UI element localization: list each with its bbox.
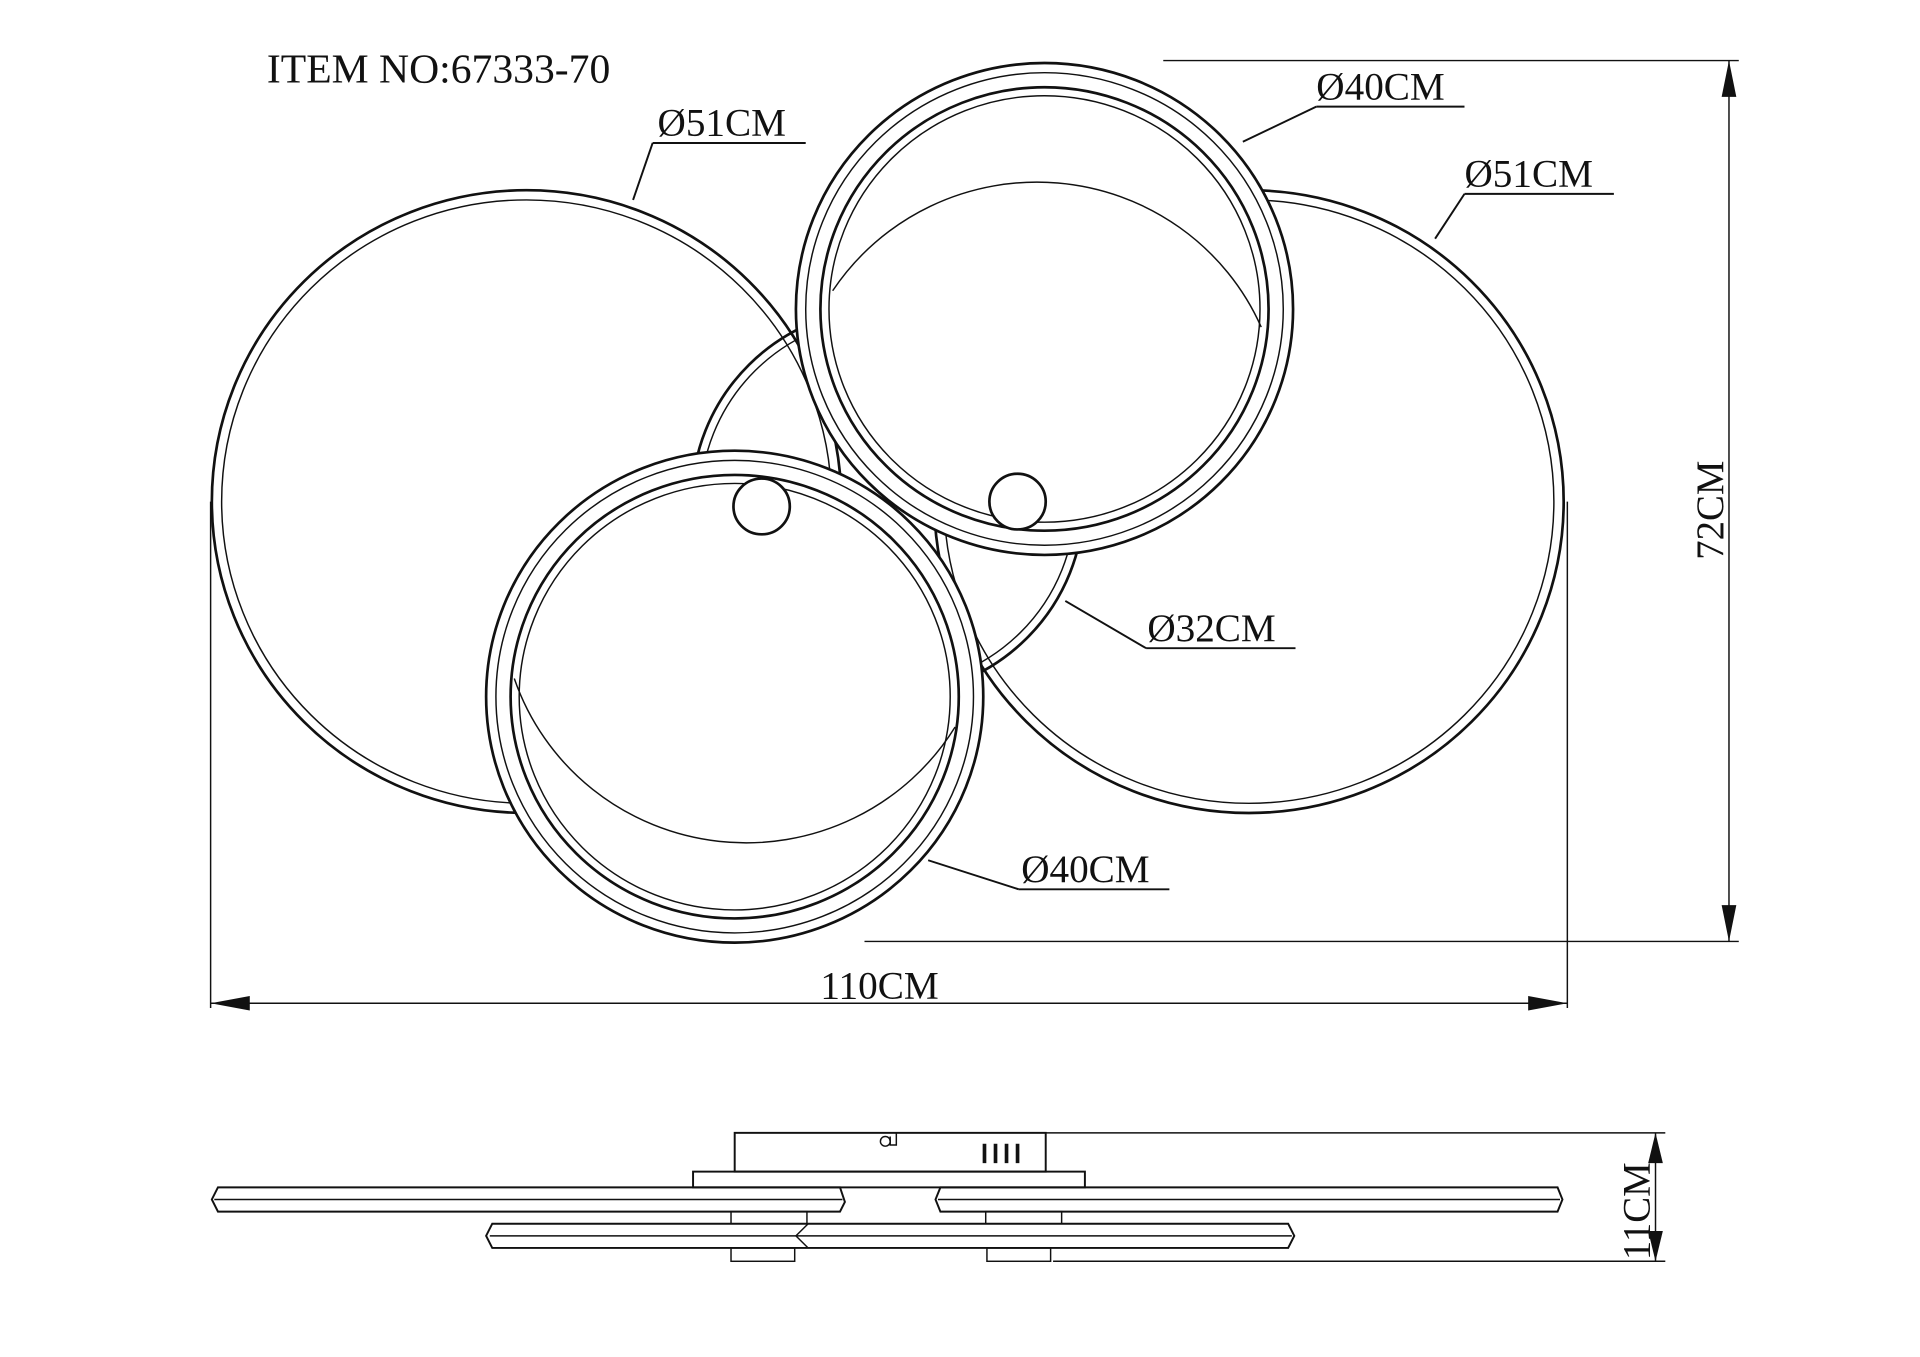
svg-text:110CM: 110CM (820, 965, 938, 1008)
dim-side-height: 11CM (1045, 1132, 1666, 1263)
ring-top-medium (794, 61, 1295, 557)
ring-bottom-medium (484, 449, 985, 944)
svg-text:11CM: 11CM (1615, 1162, 1658, 1260)
mount-knob-left (732, 477, 792, 536)
dim-label-center-small: Ø32CM (1064, 600, 1296, 650)
dim-label-right-large: Ø51CM (1434, 153, 1614, 240)
dim-width: 110CM (209, 501, 1569, 1011)
item-number: ITEM NO:67333-70 (267, 46, 610, 92)
side-view (210, 1131, 1564, 1263)
dim-height: 72CM (864, 59, 1739, 943)
svg-text:Ø51CM: Ø51CM (658, 102, 786, 145)
dim-label-left-large: Ø51CM (632, 102, 806, 201)
svg-text:Ø40CM: Ø40CM (1021, 848, 1149, 891)
dim-label-top-medium: Ø40CM (1242, 66, 1465, 143)
dim-label-bottom-medium: Ø40CM (927, 848, 1170, 891)
svg-text:Ø40CM: Ø40CM (1316, 66, 1444, 109)
mount-knob-right (988, 472, 1048, 531)
svg-text:Ø32CM: Ø32CM (1147, 607, 1275, 650)
svg-text:Ø51CM: Ø51CM (1464, 153, 1592, 196)
svg-text:72CM: 72CM (1689, 461, 1732, 560)
